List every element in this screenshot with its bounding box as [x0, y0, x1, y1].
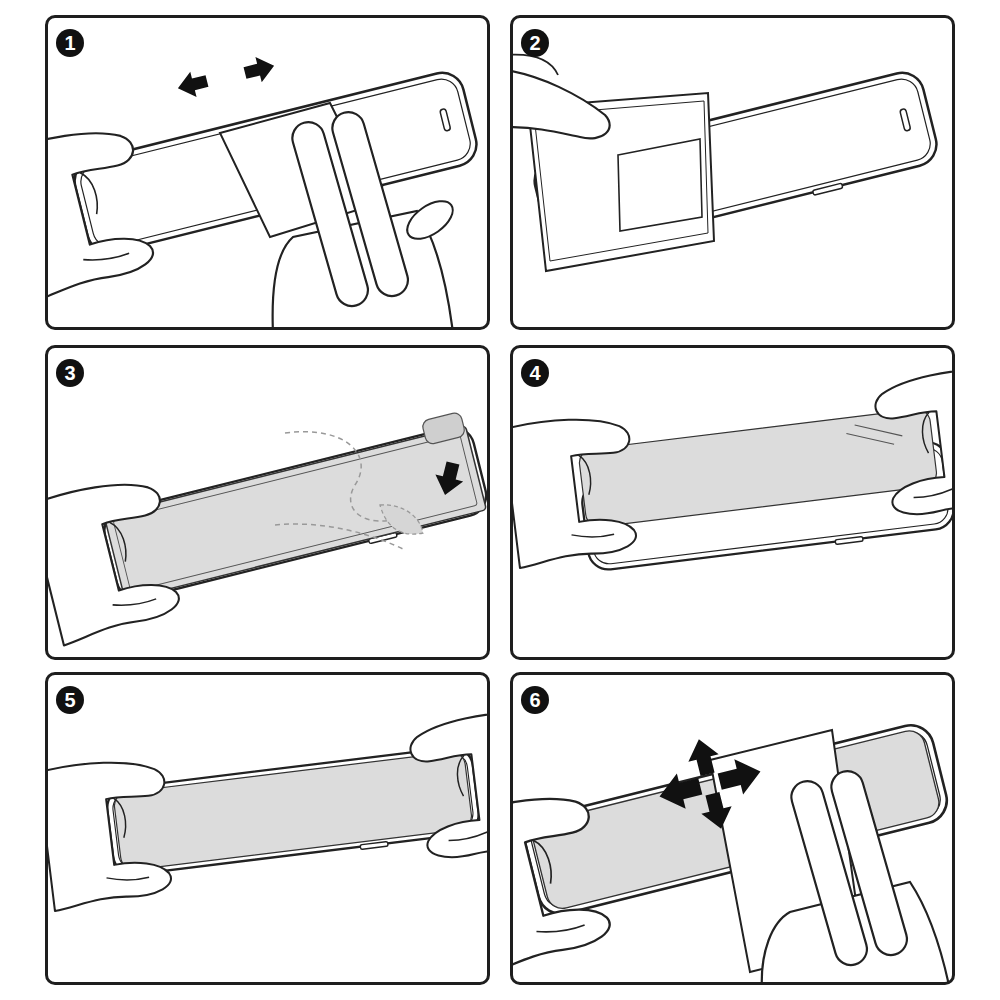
- step-2-art: [505, 55, 942, 271]
- callout-number: 1: [56, 29, 84, 57]
- step-6-art: [443, 699, 961, 990]
- callout-number: 3: [56, 359, 84, 387]
- step-panel: 1: [45, 15, 490, 330]
- step-panel: 4: [510, 345, 955, 660]
- step-panel: 5: [45, 672, 490, 985]
- step-3-art: [28, 395, 497, 646]
- callout-number: 4: [521, 359, 549, 387]
- step-panel: 2: [510, 15, 955, 330]
- callout-number: 2: [521, 29, 549, 57]
- step-panel: 6: [510, 672, 955, 985]
- step-4-art: [503, 366, 1000, 574]
- callout-number: 5: [56, 686, 84, 714]
- step-5-art: [38, 709, 548, 911]
- callout-number: 6: [521, 686, 549, 714]
- step-panel: 3: [45, 345, 490, 660]
- step-1-art: [0, 38, 488, 333]
